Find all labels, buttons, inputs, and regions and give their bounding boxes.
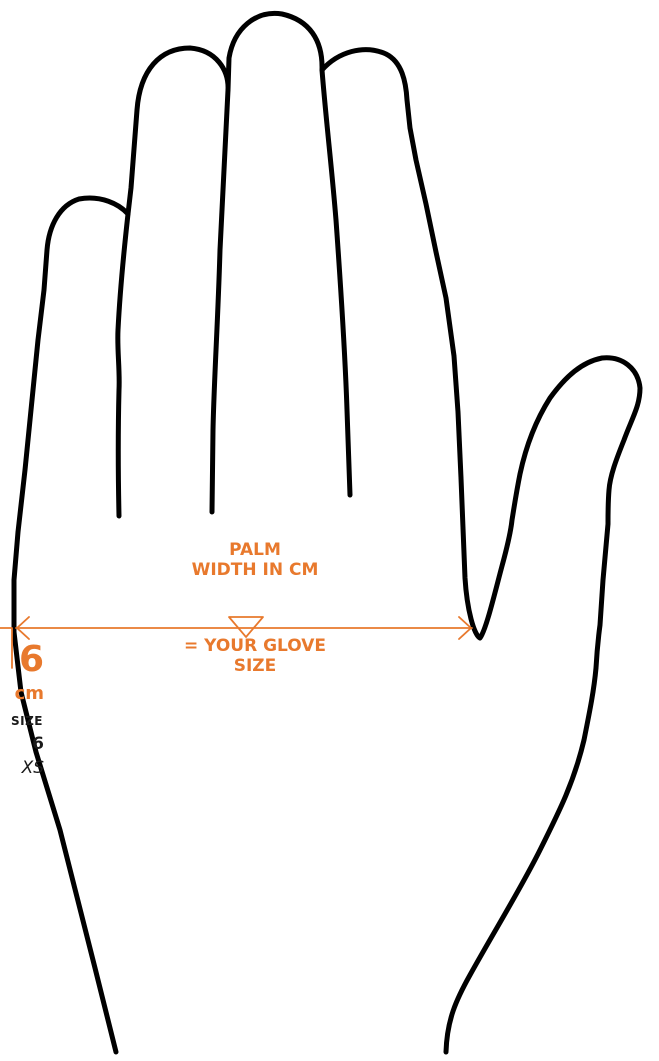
finger-gap-middle — [212, 90, 228, 512]
hand-outline — [14, 13, 640, 1052]
glove-label-line2: SIZE — [140, 656, 370, 676]
size-caption: SIZE — [0, 715, 43, 727]
glove-letter-size: XS — [0, 760, 44, 777]
palm-width-label: PALM WIDTH IN CM — [150, 540, 360, 581]
palm-label-line1: PALM — [150, 540, 360, 560]
glove-size-label: = YOUR GLOVE SIZE — [140, 636, 370, 677]
size-measurement-value: 6 — [0, 642, 44, 678]
finger-gap-index — [118, 214, 128, 516]
triangle-marker-icon — [229, 617, 263, 637]
glove-size-value: 6 — [0, 736, 44, 753]
hand-silhouette-contour — [14, 13, 640, 1052]
glove-label-line1: = YOUR GLOVE — [140, 636, 370, 656]
size-measurement-unit: cm — [0, 685, 44, 703]
finger-gap-ring — [322, 70, 350, 495]
palm-label-line2: WIDTH IN CM — [150, 560, 360, 580]
